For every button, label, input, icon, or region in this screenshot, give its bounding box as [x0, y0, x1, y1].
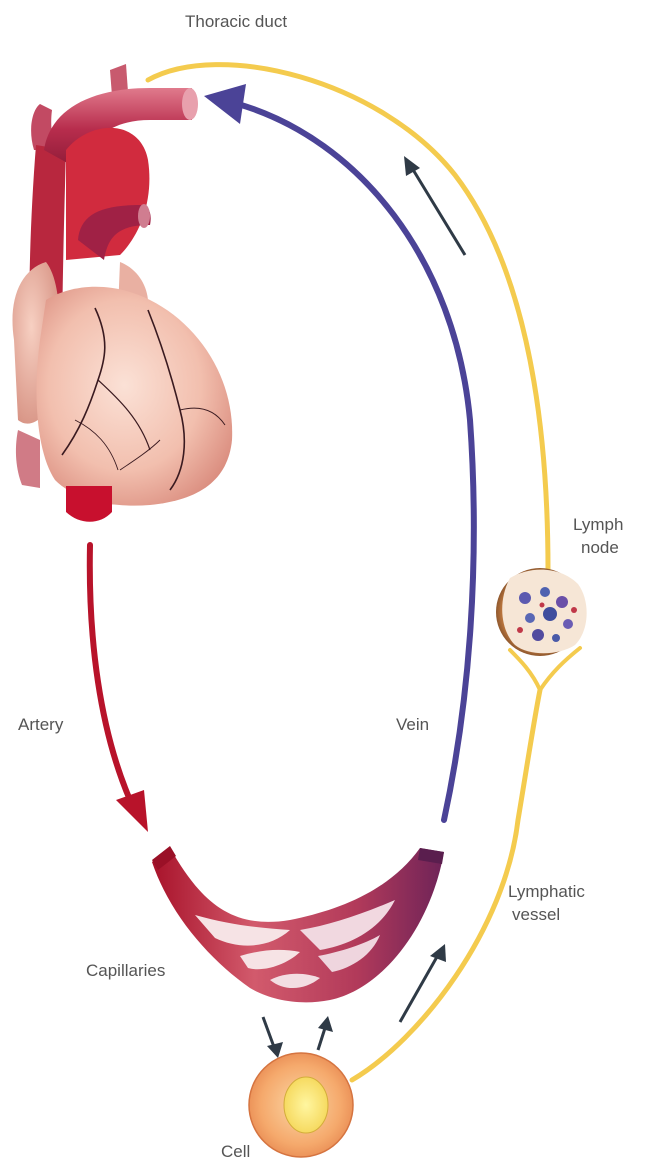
heart-illustration	[12, 64, 232, 522]
lymph-node-illustration	[496, 568, 587, 656]
lymph-flow-arrow-lower	[400, 944, 446, 1022]
capillary-to-cell-arrow	[263, 1017, 283, 1058]
cell-label: Cell	[221, 1140, 250, 1163]
capillaries-label: Capillaries	[86, 959, 165, 982]
vein-label: Vein	[396, 713, 429, 736]
artery-label: Artery	[18, 713, 63, 736]
lymphatic-vessel-label-line2: vessel	[508, 903, 585, 926]
thoracic-duct-line	[148, 65, 548, 570]
lymph-node-label-line1: Lymph	[573, 513, 623, 536]
thoracic-duct-label: Thoracic duct	[185, 10, 287, 33]
artery-line	[90, 545, 130, 800]
lymph-node-label: Lymph node	[573, 513, 623, 559]
cell-illustration	[249, 1053, 353, 1157]
lymphatic-vessel-label: Lymphatic vessel	[508, 880, 585, 926]
artery-arrowhead	[116, 790, 148, 832]
lymphatic-vessel-label-line1: Lymphatic	[508, 880, 585, 903]
lymph-branch-left	[510, 650, 540, 690]
cell-to-capillary-arrow	[318, 1016, 333, 1050]
vein-arrowhead	[204, 84, 246, 124]
lymph-node-label-line2: node	[573, 536, 623, 559]
capillaries-illustration	[152, 846, 444, 1002]
